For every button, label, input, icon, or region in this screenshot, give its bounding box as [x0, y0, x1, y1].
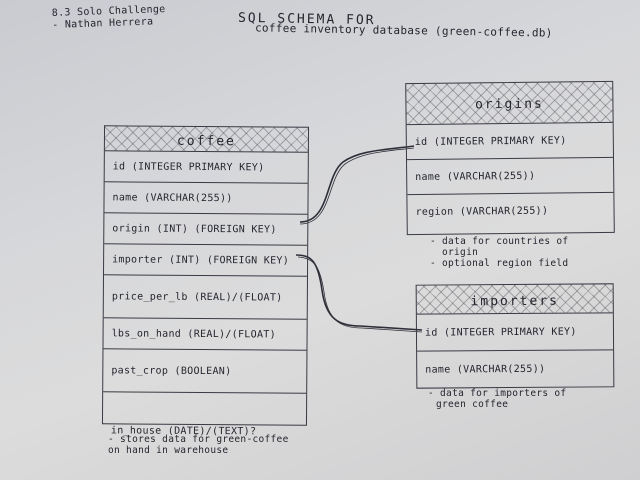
origins-table: origins id (INTEGER PRIMARY KEY) name (V…: [405, 80, 615, 236]
coffee-field-origin: origin (INT) (FOREIGN KEY): [104, 213, 308, 246]
coffee-table-header: coffee: [104, 126, 309, 153]
origins-table-note: - data for countries of origin - optiona…: [430, 236, 568, 269]
coffee-field-id: id (INTEGER PRIMARY KEY): [104, 151, 308, 184]
importers-field-id: id (INTEGER PRIMARY KEY): [416, 313, 614, 352]
coffee-field-lbs-on-hand: lbs_on_hand (REAL)/(FLOAT): [103, 318, 307, 351]
origins-table-name: origins: [474, 96, 544, 113]
coffee-table-note: - stores data for green-coffee on hand i…: [108, 434, 289, 456]
coffee-field-price-per-lb: price_per_lb (REAL)/(FLOAT): [103, 275, 307, 320]
importer-fk-link: [295, 254, 423, 331]
importers-table-note: - data for importers of green coffee: [428, 388, 566, 410]
importers-field-name: name (VARCHAR(255)): [425, 363, 546, 376]
origins-note-line: origin: [442, 247, 479, 258]
coffee-note-line: - stores data for green-coffee: [108, 434, 289, 445]
coffee-table: coffee id (INTEGER PRIMARY KEY) name (VA…: [101, 125, 310, 437]
coffee-field-name: name (VARCHAR(255)): [104, 182, 308, 215]
origins-field-name: name (VARCHAR(255)): [407, 157, 614, 196]
origins-table-header: origins: [406, 81, 613, 126]
coffee-note-line: on hand in warehouse: [108, 445, 229, 456]
importer-fk-link-stroke: [297, 256, 423, 333]
importers-note-line: - data for importers of: [428, 388, 567, 399]
origin-fk-link-stroke: [299, 147, 415, 225]
importers-table-header: importers: [416, 284, 613, 315]
coffee-field-past-crop: past_crop (BOOLEAN): [103, 349, 307, 394]
importers-note-line: green coffee: [436, 399, 509, 410]
importers-table: importers id (INTEGER PRIMARY KEY) name …: [415, 283, 615, 389]
origins-field-id: id (INTEGER PRIMARY KEY): [406, 122, 614, 161]
coffee-field-importer: importer (INT) (FOREIGN KEY): [103, 244, 308, 277]
importers-table-name: importers: [470, 293, 560, 310]
origins-note-line: - data for countries of: [430, 236, 569, 247]
origins-field-region: region (VARCHAR(255)): [415, 205, 549, 218]
origins-note-line: - optional region field: [430, 258, 569, 269]
origin-fk-link: [299, 145, 415, 223]
coffee-table-name: coffee: [176, 133, 236, 150]
